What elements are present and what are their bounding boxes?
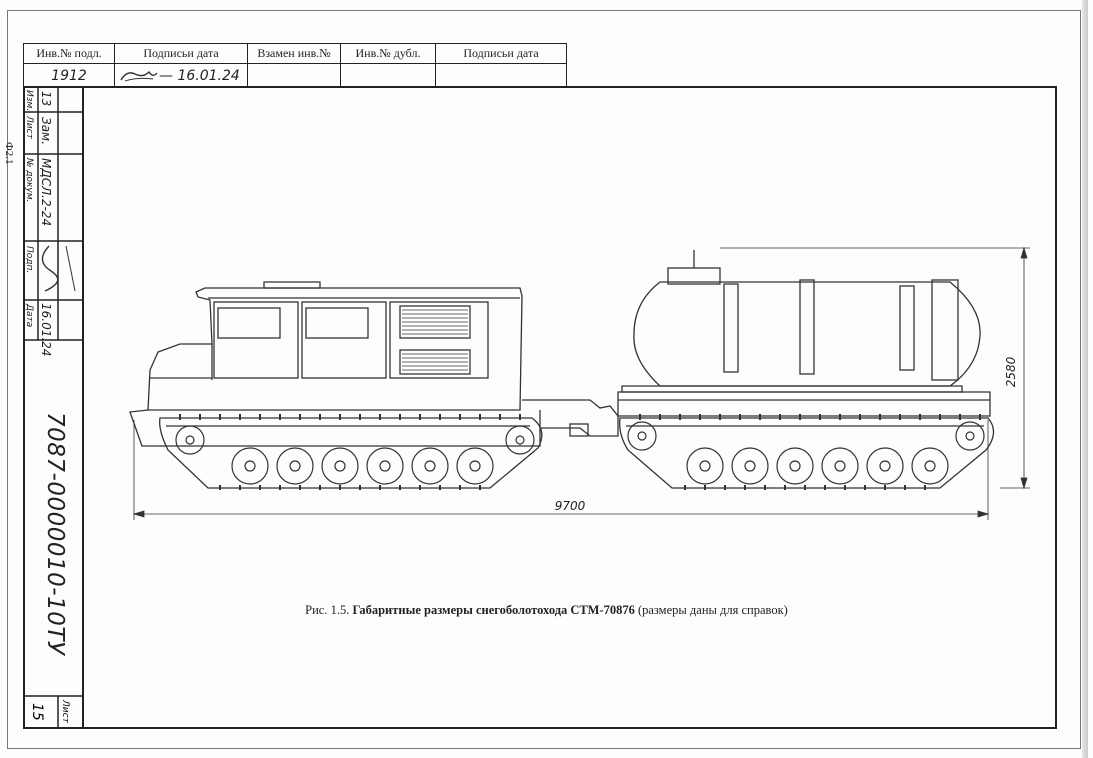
tank	[633, 281, 981, 387]
stamp-header: Инв.№ подл.	[23, 43, 115, 64]
approval-stamp-table: Инв.№ подл. Подписьи дата Взамен инв.№ И…	[23, 43, 567, 88]
revision-block: Изм. Лист № докум. Подп. Дата 13 Зам. МД…	[23, 86, 84, 729]
document-code: 7087-0000010-10ТУ	[42, 412, 68, 656]
stamp-header: Подписьи дата	[114, 43, 248, 64]
caption-suffix: (размеры даны для справок)	[637, 603, 788, 617]
stamp-cell	[247, 63, 341, 88]
signature	[120, 70, 158, 81]
rev-label-date: Дата	[24, 303, 34, 327]
trailer-deck	[617, 391, 991, 417]
stamp-date: — 16.01.24	[159, 67, 240, 84]
rev-label-izm: Изм.	[24, 90, 34, 111]
length-dimension: 9700	[555, 499, 586, 513]
dimension-lines	[132, 246, 1030, 520]
rev-label-sign: Подп.	[24, 246, 34, 273]
rev-value-date: 16.01.24	[39, 303, 53, 356]
stamp-inventory-number: 1912	[23, 63, 115, 88]
track-treads	[179, 414, 981, 490]
vehicle-drawing: 9700 2580	[129, 246, 1030, 520]
signature	[41, 245, 59, 292]
rev-label-list: Лист	[24, 115, 34, 140]
rear-track	[619, 417, 995, 489]
rev-label-doc: № докум.	[24, 157, 34, 202]
stamp-cell	[435, 63, 567, 88]
form-code: Ф2.1	[3, 142, 15, 165]
grille	[399, 305, 471, 339]
stamp-signature-date: — 16.01.24	[114, 63, 248, 88]
rev-value-list: Зам.	[39, 117, 53, 145]
stamp-header: Подписьи дата	[435, 43, 567, 64]
front-track	[159, 417, 543, 489]
stamp-header: Взамен инв.№	[247, 43, 341, 64]
height-dimension: 2580	[1004, 356, 1018, 387]
road-wheels	[175, 421, 985, 485]
figure-caption: Рис. 1.5. Габаритные размеры снегоболото…	[0, 603, 1093, 618]
stamp-header: Инв.№ дубл.	[340, 43, 436, 64]
scan-edge	[1082, 0, 1088, 758]
rev-value-izm: 13	[39, 91, 53, 106]
rev-value-doc: МДСЛ.2-24	[39, 158, 53, 226]
outer-frame	[7, 10, 1081, 749]
sheet-label: Лист	[60, 699, 70, 724]
caption-prefix: Рис. 1.5.	[305, 603, 350, 617]
stamp-cell	[340, 63, 436, 88]
signature	[65, 245, 76, 292]
sheet-number: 15	[29, 703, 45, 721]
left-title-strip	[23, 86, 84, 729]
caption-title: Габаритные размеры снегоболотохода СТМ-7…	[352, 603, 635, 617]
